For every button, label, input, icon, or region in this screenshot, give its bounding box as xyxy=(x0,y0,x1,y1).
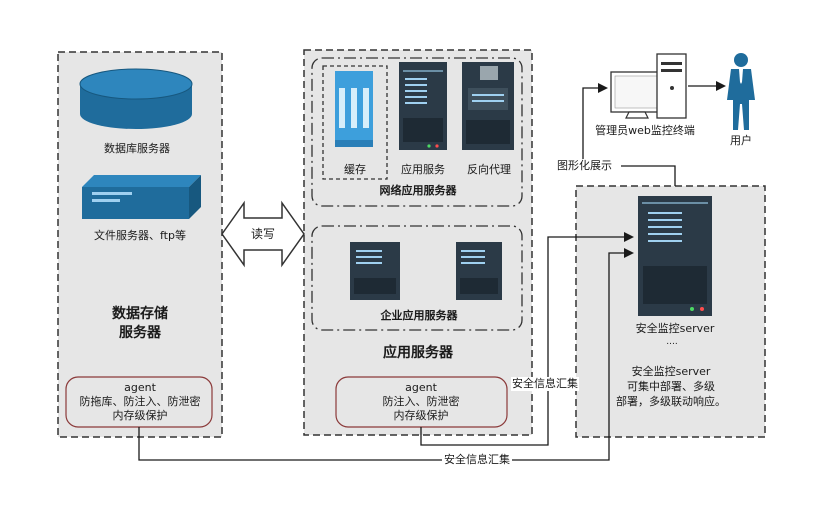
db-label: 数据库服务器 xyxy=(104,142,170,155)
monitor-server-label: 安全监控server xyxy=(635,322,715,335)
storage-agent-line2: 防拖库、防注入、防泄密 xyxy=(79,395,201,408)
app-title: 应用服务器 xyxy=(383,345,453,361)
user-icon xyxy=(727,53,755,130)
enterprise-server-1-icon xyxy=(350,242,400,300)
file-server-label: 文件服务器、ftp等 xyxy=(94,229,186,242)
user-label: 用户 xyxy=(730,134,752,147)
enterprise-server-2-icon xyxy=(456,242,502,300)
storage-agent-line1: agent xyxy=(124,381,156,394)
terminal-label: 管理员web监控终端 xyxy=(595,124,695,137)
reverse-proxy-server-icon xyxy=(462,62,514,150)
web-group-box xyxy=(311,57,523,207)
monitor-desc-line1: 安全监控server xyxy=(631,365,711,378)
monitor-desc-line2: 可集中部署、多级 xyxy=(627,380,715,393)
web-group-label: 网络应用服务器 xyxy=(379,184,457,197)
monitor-ellipsis: .... xyxy=(666,337,678,347)
database-server-icon xyxy=(79,68,193,129)
cache-box xyxy=(322,65,388,180)
app-service-label: 应用服务 xyxy=(401,163,445,176)
enterprise-group-label: 企业应用服务器 xyxy=(380,309,458,322)
read-write-arrow xyxy=(221,200,305,268)
graphic-display-label: 图形化展示 xyxy=(555,159,614,173)
enterprise-group-box xyxy=(311,225,523,331)
storage-title-line2: 服务器 xyxy=(119,325,161,341)
info-collect-right-label: 安全信息汇集 xyxy=(511,377,579,391)
app-agent-line1: agent xyxy=(405,381,437,394)
info-collect-bottom-label: 安全信息汇集 xyxy=(442,453,512,467)
app-agent-line2: 防注入、防泄密 xyxy=(382,395,460,408)
file-server-icon xyxy=(82,175,201,219)
app-agent-line3: 内存级保护 xyxy=(393,409,449,422)
read-write-label: 读写 xyxy=(250,227,276,241)
storage-agent-line3: 内存级保护 xyxy=(112,409,168,422)
cache-icon xyxy=(335,71,373,147)
monitor-server-icon xyxy=(638,196,712,316)
reverse-proxy-label: 反向代理 xyxy=(467,163,511,176)
app-service-server-icon xyxy=(399,62,447,150)
monitor-desc-line3: 部署，多级联动响应。 xyxy=(616,395,726,408)
storage-title-line1: 数据存储 xyxy=(112,306,168,322)
cache-label: 缓存 xyxy=(344,163,366,176)
admin-terminal-icon xyxy=(610,53,687,119)
